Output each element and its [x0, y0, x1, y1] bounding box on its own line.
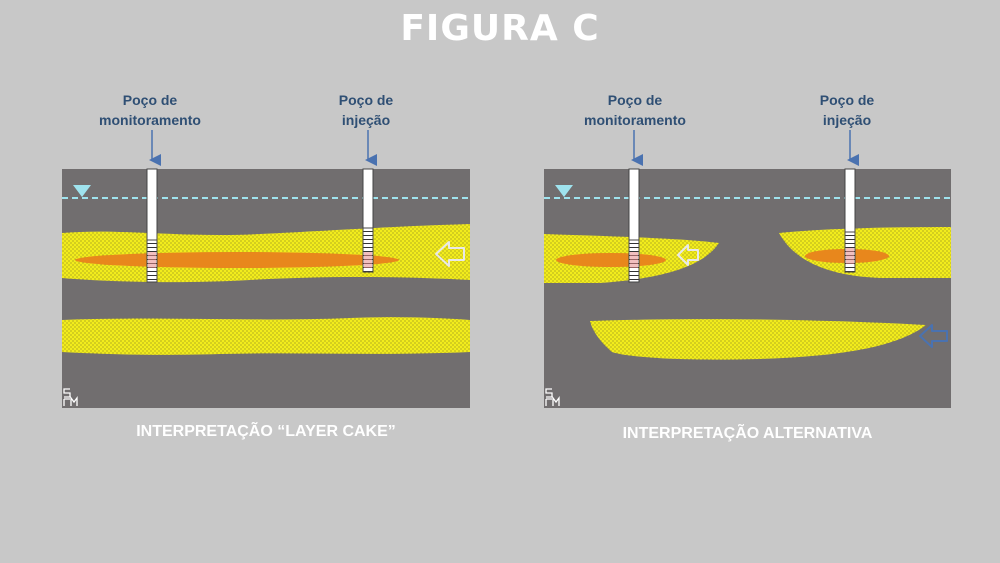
sfm-logo	[545, 388, 560, 406]
injection-well-label-line2: injeção	[341, 112, 391, 128]
ground-block	[544, 169, 951, 408]
water-table-icon	[555, 185, 573, 197]
injection-well-casing	[362, 168, 374, 229]
contaminant-plume	[556, 253, 666, 267]
right-caption: INTERPRETAÇÃO ALTERNATIVA	[622, 425, 873, 442]
injection-well-casing	[844, 168, 856, 233]
flow-arrow-icon	[677, 244, 699, 266]
monitoring-well-label-line2: monitoramento	[99, 112, 201, 128]
injection-well-label-line1: Poço de	[819, 92, 875, 108]
left-caption: INTERPRETAÇÃO “LAYER CAKE”	[136, 423, 396, 440]
figure-title: FIGURA C	[400, 8, 600, 49]
monitoring-well-screen-contaminated	[148, 252, 156, 268]
injection-well-label: Poço de injeção	[807, 90, 887, 130]
contaminant-plume	[75, 252, 399, 268]
monitoring-well-label: Poço de monitoramento	[90, 90, 210, 130]
ground-block	[62, 169, 470, 408]
flow-arrow-icon	[435, 241, 465, 267]
monitoring-well-screen-contaminated	[630, 252, 638, 268]
sand-lens-lower	[590, 319, 926, 360]
water-table-icon	[73, 185, 91, 197]
monitoring-well-label: Poço de monitoramento	[575, 90, 695, 130]
injection-well-label: Poço de injeção	[326, 90, 406, 130]
monitoring-well-label-line1: Poço de	[607, 92, 663, 108]
injection-well-label-line2: injeção	[822, 112, 872, 128]
injection-well-screen-contaminated	[364, 252, 372, 268]
sfm-logo	[63, 388, 78, 406]
flow-arrow-icon	[919, 324, 948, 348]
monitoring-well-label-line2: monitoramento	[584, 112, 686, 128]
injection-well-screen	[362, 227, 374, 273]
monitoring-well-casing	[146, 168, 158, 241]
injection-well-label-line1: Poço de	[338, 92, 394, 108]
injection-well-screen-contaminated	[846, 248, 854, 264]
sand-layer-lower	[62, 317, 470, 355]
monitoring-well-label-line1: Poço de	[122, 92, 178, 108]
left-cross-section	[62, 130, 470, 408]
monitoring-well-casing	[628, 168, 640, 241]
right-cross-section	[544, 130, 951, 408]
